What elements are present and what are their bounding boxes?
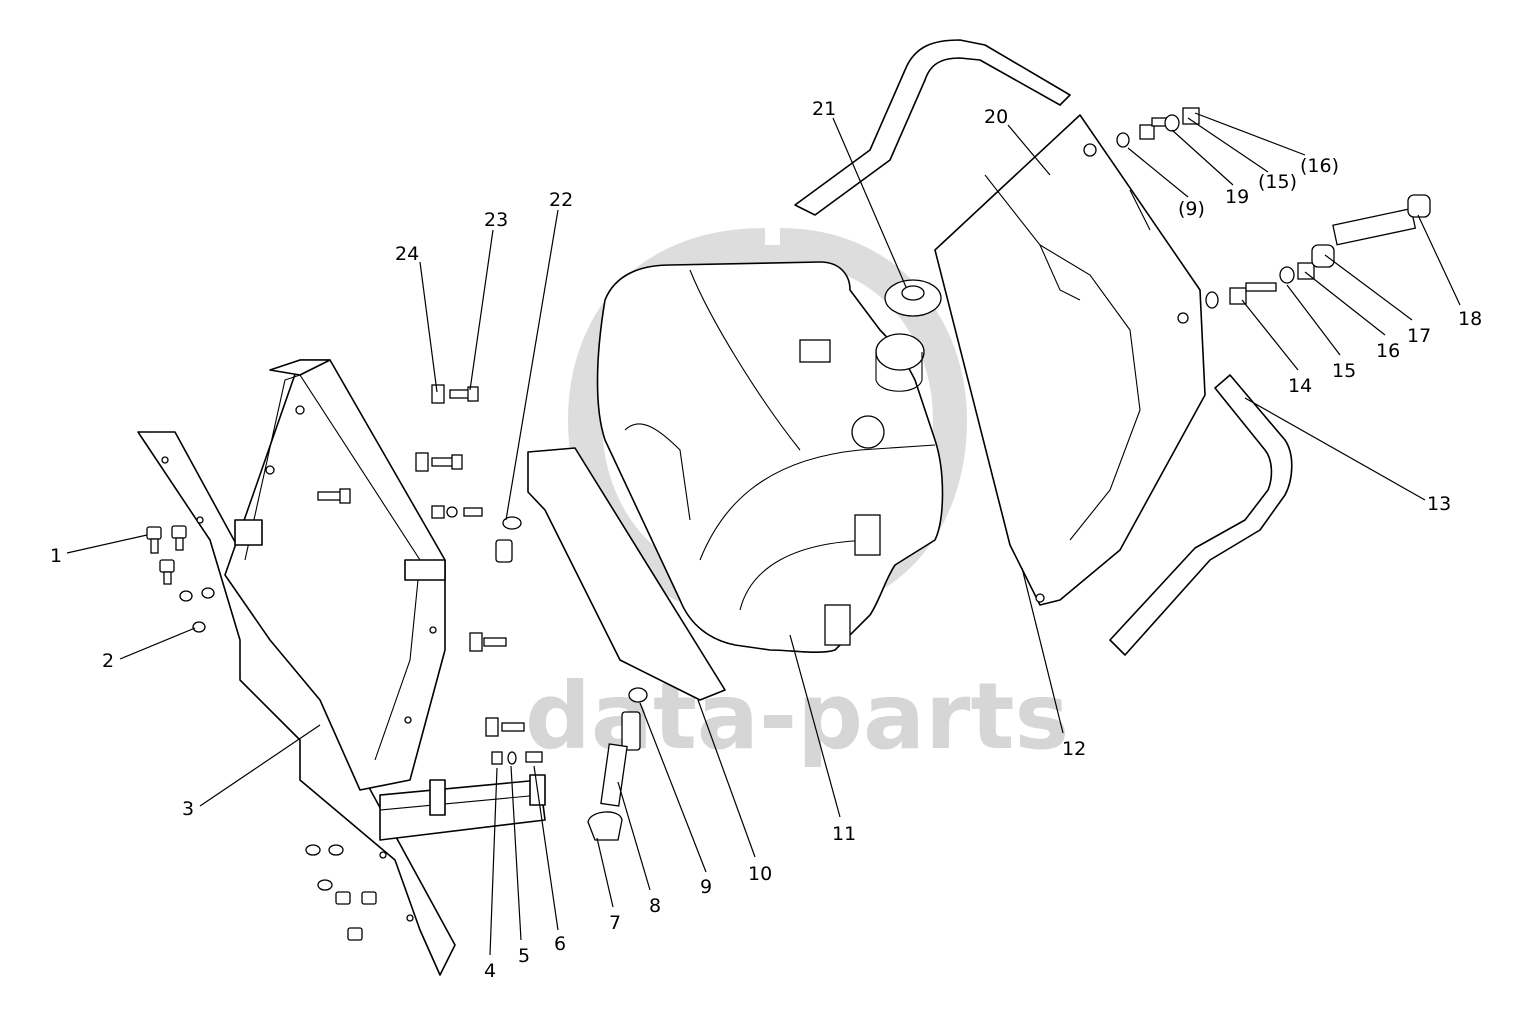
callout-5: 5 <box>518 945 530 967</box>
callout-1: 1 <box>50 545 62 567</box>
callout-7: 7 <box>609 912 621 934</box>
callout-9-ref: (9) <box>1178 198 1205 220</box>
part-housing-bracket <box>137 359 546 976</box>
callout-13: 13 <box>1427 493 1451 515</box>
part-filler-cap <box>875 279 942 392</box>
part-tank-strap-lower <box>1109 374 1293 656</box>
callout-18: 18 <box>1458 308 1482 330</box>
callout-24: 24 <box>395 243 419 265</box>
leader-lines <box>66 112 1461 956</box>
callout-20: 20 <box>984 106 1008 128</box>
callout-15-ref: (15) <box>1258 171 1297 193</box>
callout-21: 21 <box>812 98 836 120</box>
part-fuel-tank <box>596 261 944 654</box>
part-bolts-right <box>1116 107 1431 309</box>
part-tank-shield <box>934 114 1206 606</box>
callout-12: 12 <box>1062 738 1086 760</box>
callout-10: 10 <box>748 863 772 885</box>
callout-22: 22 <box>549 189 573 211</box>
callout-8: 8 <box>649 895 661 917</box>
callout-2: 2 <box>102 650 114 672</box>
callout-16: 16 <box>1376 340 1400 362</box>
callout-19: 19 <box>1225 186 1249 208</box>
callout-15: 15 <box>1332 360 1356 382</box>
part-bolts-center <box>317 384 543 765</box>
callout-11: 11 <box>832 823 856 845</box>
callout-16-ref: (16) <box>1300 155 1339 177</box>
part-tank-strap-upper <box>794 39 1071 216</box>
callout-6: 6 <box>554 933 566 955</box>
part-gasket-plate <box>527 447 726 701</box>
watermark-text: data-parts <box>525 663 1069 770</box>
part-bolts-left <box>146 525 377 941</box>
callout-23: 23 <box>484 209 508 231</box>
callout-4: 4 <box>484 960 496 982</box>
callout-14: 14 <box>1288 375 1312 397</box>
callout-3: 3 <box>182 798 194 820</box>
callout-17: 17 <box>1407 325 1431 347</box>
callout-labels: 1 2 3 4 5 6 7 8 9 10 11 12 13 14 15 16 1… <box>50 98 1482 982</box>
callout-9: 9 <box>700 876 712 898</box>
